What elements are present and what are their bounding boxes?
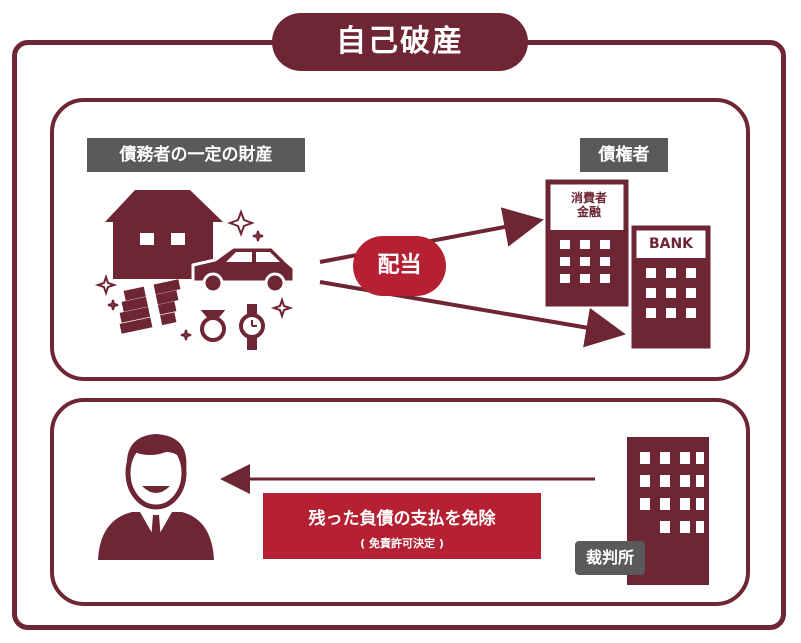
car-icon — [191, 245, 296, 294]
court-label: 裁判所 — [575, 541, 645, 575]
distribution-badge: 配当 — [353, 236, 446, 296]
debt-exemption-box: 残った負債の支払を免除 ( 免責許可決定 ) — [263, 493, 541, 559]
sparkle-icon — [94, 209, 294, 341]
bank-building-icon — [631, 225, 711, 349]
creditors-label: 債権者 — [580, 138, 668, 172]
exemption-main-text: 残った負債の支払を免除 — [308, 509, 496, 529]
exemption-sub-text: ( 免責許可決定 ) — [360, 537, 444, 550]
bank-label: BANK — [648, 236, 694, 252]
watch-icon — [239, 304, 265, 350]
consumer-finance-building-icon — [545, 179, 629, 307]
debtor-assets-label: 債務者の一定の財産 — [87, 138, 305, 172]
diagram-title: 自己破産 — [272, 13, 528, 71]
money-stack-icon — [119, 279, 181, 334]
ring-icon — [200, 310, 226, 342]
debtor-person-icon — [98, 434, 214, 560]
consumer-finance-label: 消費者 金融 — [570, 191, 607, 219]
